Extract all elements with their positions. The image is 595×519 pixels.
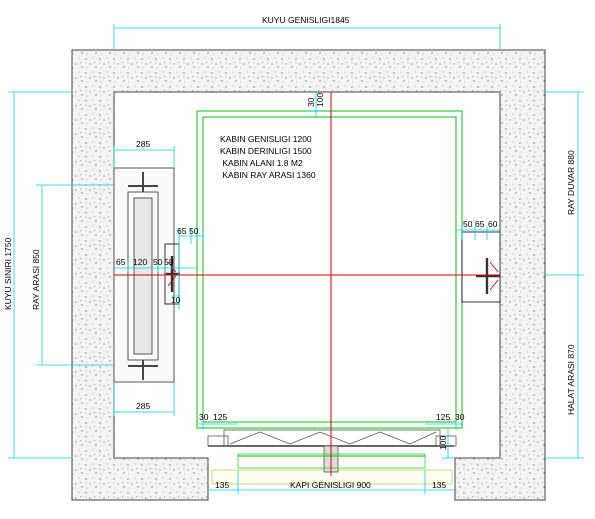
cabin-depth-note: KABIN DERINLIGI 1500 <box>220 146 312 156</box>
bottom-left-135-label: 135 <box>215 480 229 490</box>
right-60-label: 60 <box>488 219 498 229</box>
right-50-label: 50 <box>463 219 473 229</box>
landing-gap-label: HALAT ARASI 870 <box>566 344 576 415</box>
left-65b-label: 65 <box>177 226 187 236</box>
door-left-30-label: 30 <box>199 412 209 422</box>
rail-distance-label: RAY ARASI 850 <box>31 249 41 310</box>
dimension-lines <box>8 24 584 494</box>
cabin-area-note: KABIN ALANI 1.8 M2 <box>220 158 303 168</box>
door-right-30-label: 30 <box>455 412 465 422</box>
shaft-depth-label: KUYU SINIRI 1750 <box>3 237 13 310</box>
left-120-label: 120 <box>133 257 147 267</box>
door-left-125-label: 125 <box>213 412 227 422</box>
bracket-top-label: 285 <box>136 139 150 149</box>
shaft-width-label: KUYU GENISLIGI1845 <box>262 15 350 25</box>
cabin-width-note: KABIN GENISLIGI 1200 <box>220 134 312 144</box>
center-axes <box>114 92 500 476</box>
cabin-notes: KABIN GENISLIGI 1200 KABIN DERINLIGI 150… <box>220 134 316 180</box>
sill-100-label: 100 <box>438 436 448 450</box>
left-59-label: 59 <box>164 257 174 267</box>
top-gap-100-label: 100 <box>315 93 325 107</box>
right-65-label: 65 <box>475 219 485 229</box>
top-gap-30-label: 30 <box>306 97 316 107</box>
left-10-label: 10 <box>171 295 181 305</box>
rail-wall-label: RAY DUVAR 880 <box>566 150 576 215</box>
bottom-right-135-label: 135 <box>432 480 446 490</box>
door-right-125-label: 125 <box>436 412 450 422</box>
door-width-label: KAPI GENISLIGI 900 <box>290 480 371 490</box>
left-50b-label: 50 <box>189 226 199 236</box>
door-mechanism <box>207 429 457 473</box>
right-guide-rail <box>461 231 501 303</box>
bracket-bottom-label: 285 <box>136 401 150 411</box>
cabin-rail-note: KABIN RAY ARASI 1360 <box>220 170 316 180</box>
left-65-label: 65 <box>116 257 126 267</box>
left-50-label: 50 <box>153 257 163 267</box>
